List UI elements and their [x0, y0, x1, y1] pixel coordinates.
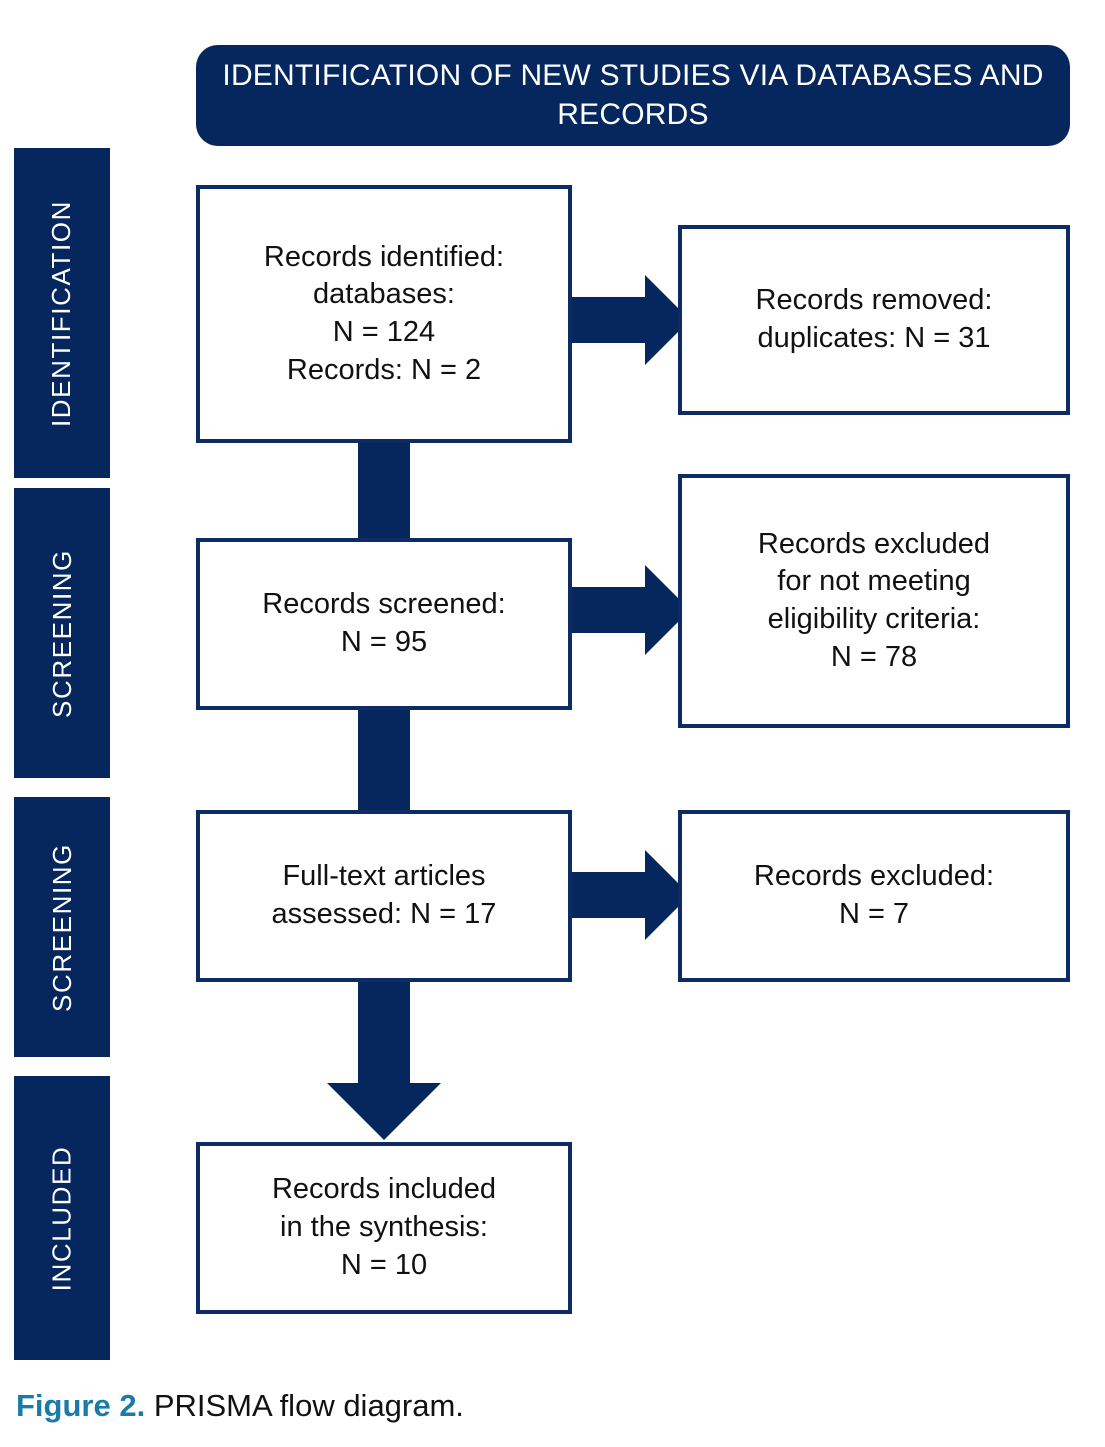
connector-fulltext-to-excluded-fulltext: [570, 850, 690, 940]
connector-identified-to-screened: [358, 438, 410, 548]
box-records-included: Records included in the synthesis: N = 1…: [196, 1142, 572, 1314]
box-records-removed: Records removed: duplicates: N = 31: [678, 225, 1070, 415]
stage-bar-screening-2: SCREENING: [14, 797, 110, 1057]
stage-label-identification: IDENTIFICATION: [46, 199, 77, 427]
stage-label-screening-2: SCREENING: [46, 842, 77, 1012]
box-records-removed-text: Records removed: duplicates: N = 31: [755, 284, 993, 354]
box-fulltext-assessed: Full-text articles assessed: N = 17: [196, 810, 572, 982]
box-records-screened-text: Records screened: N = 95: [262, 588, 506, 658]
box-records-excluded-eligibility-text: Records excluded for not meeting eligibi…: [757, 527, 991, 673]
box-fulltext-assessed-text: Full-text articles assessed: N = 17: [271, 860, 497, 930]
box-records-identified: Records identified: databases: N = 124 R…: [196, 185, 572, 443]
figure-caption-text: PRISMA flow diagram.: [145, 1388, 464, 1423]
box-records-excluded-eligibility: Records excluded for not meeting eligibi…: [678, 474, 1070, 728]
stage-label-screening-1: SCREENING: [46, 548, 77, 718]
banner-identification-header: IDENTIFICATION OF NEW STUDIES VIA DATABA…: [196, 45, 1070, 146]
figure-caption-label: Figure 2.: [16, 1388, 146, 1423]
box-records-excluded-fulltext-text: Records excluded: N = 7: [753, 860, 995, 930]
figure-caption: Figure 2. PRISMA flow diagram.: [16, 1388, 464, 1424]
stage-label-included: INCLUDED: [46, 1145, 77, 1291]
connector-screened-to-excluded-eligibility: [570, 565, 690, 655]
connector-fulltext-to-included: [327, 978, 441, 1140]
connector-screened-to-fulltext: [358, 706, 410, 818]
stage-bar-included: INCLUDED: [14, 1076, 110, 1360]
box-records-screened: Records screened: N = 95: [196, 538, 572, 710]
box-records-excluded-fulltext: Records excluded: N = 7: [678, 810, 1070, 982]
stage-bar-identification: IDENTIFICATION: [14, 148, 110, 478]
stage-bar-screening-1: SCREENING: [14, 488, 110, 778]
connector-identified-to-removed: [570, 275, 690, 365]
box-records-included-text: Records included in the synthesis: N = 1…: [271, 1173, 497, 1281]
banner-title: IDENTIFICATION OF NEW STUDIES VIA DATABA…: [222, 59, 1044, 131]
box-records-identified-text: Records identified: databases: N = 124 R…: [263, 240, 505, 386]
